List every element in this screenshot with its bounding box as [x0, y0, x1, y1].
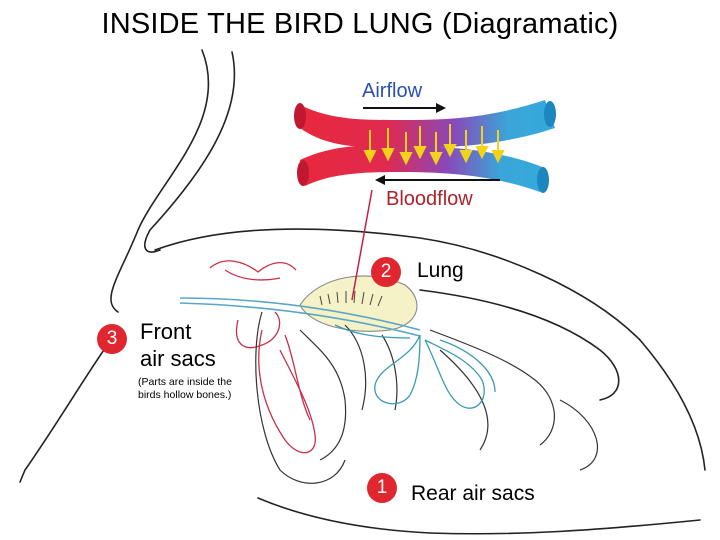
lung-label: Lung [417, 259, 464, 282]
vessel-inset [294, 100, 556, 193]
front-air-sacs-note: (Parts are inside the birds hollow bones… [138, 376, 232, 401]
front-air-sacs-label: Front air sacs [140, 318, 250, 372]
front-air-sacs [209, 260, 316, 454]
rear-air-sacs-label: Rear air sacs [411, 482, 535, 505]
rear-air-sacs [334, 324, 496, 409]
front-air-sacs-label-line2: air sacs [140, 346, 216, 371]
bloodflow-arrow [375, 175, 500, 185]
airflow-label: Airflow [362, 80, 423, 102]
lung-number-badge: 2 [371, 257, 401, 287]
interior-sac-outlines [255, 311, 598, 484]
front-air-sacs-label-line1: Front [140, 319, 192, 344]
lung-pointer-line [351, 189, 373, 301]
capillary-arrows [363, 124, 505, 166]
front-air-sacs-number-badge: 3 [97, 324, 127, 354]
page-title: INSIDE THE BIRD LUNG (Diagramatic) [101, 8, 619, 40]
trachea [179, 297, 421, 337]
rear-air-sacs-number-badge: 1 [367, 473, 397, 503]
bloodflow-label: Bloodflow [386, 188, 473, 210]
airflow-arrow [363, 103, 446, 113]
